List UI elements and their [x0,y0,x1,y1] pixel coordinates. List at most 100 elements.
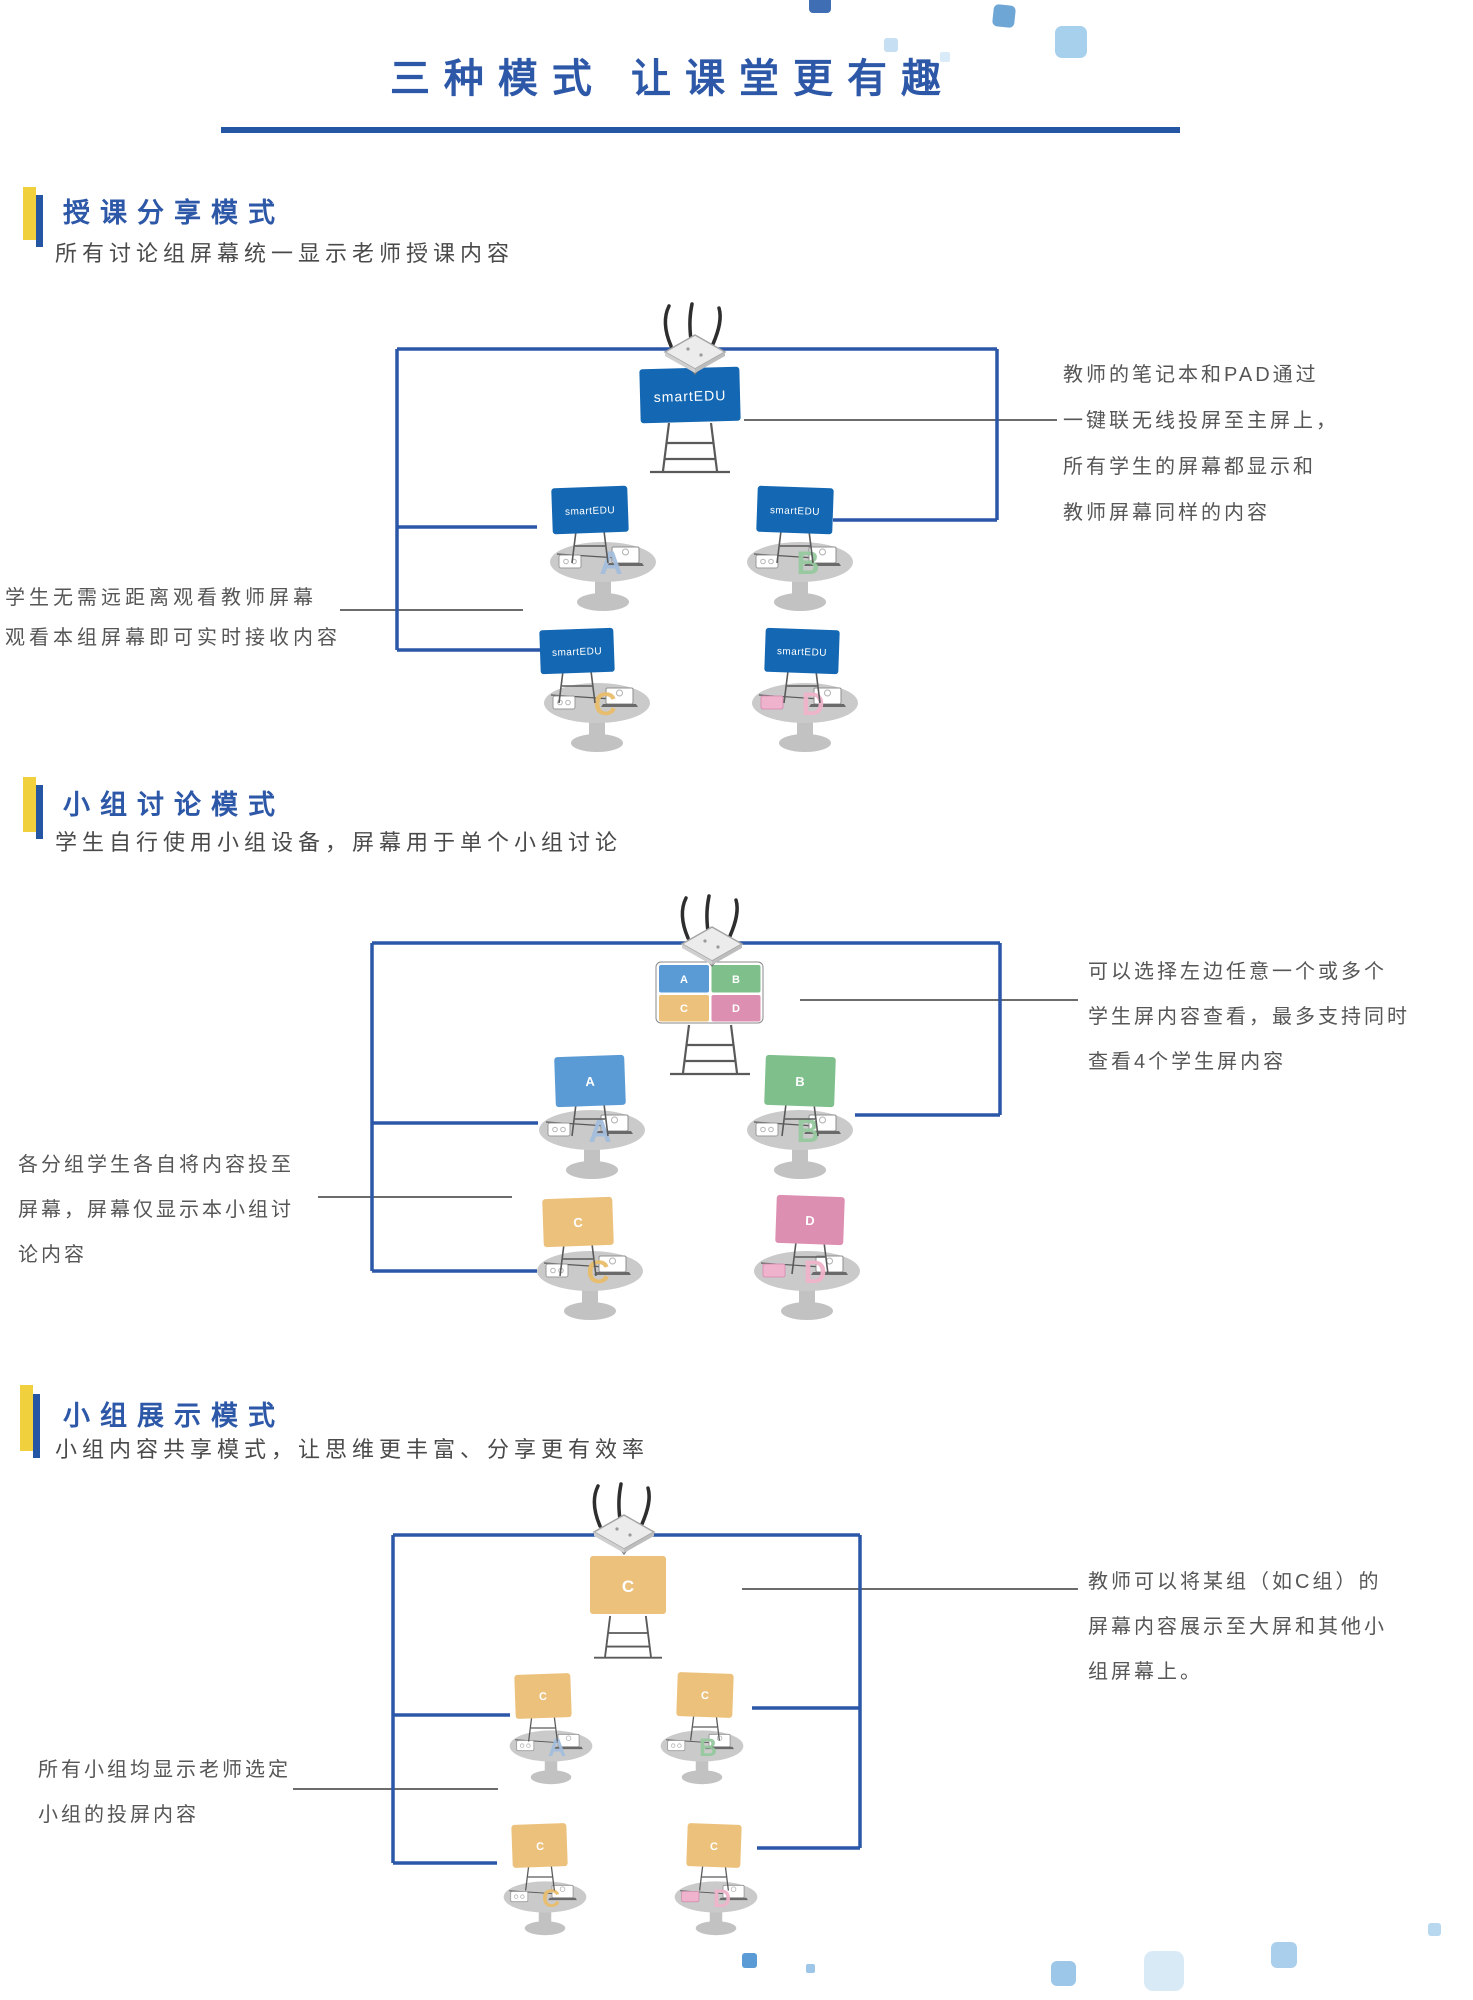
screen-label: C [573,1215,584,1230]
table-letter: C [593,686,616,722]
section2-subheading: 学生自行使用小组设备，屏幕用于单个小组讨论 [55,830,623,855]
decor-square [806,1964,815,1973]
decor-square [940,52,950,62]
section3-heading: 小组展示模式 [63,1401,285,1431]
table-letter: B [796,545,819,581]
table-group-a [538,1109,646,1180]
decor-square [1144,1951,1184,1991]
screen-stand [689,1714,721,1742]
group-screen-d: C [686,1823,742,1868]
note-line: 组屏幕上。 [1088,1661,1203,1683]
section1-heading: 授课分享模式 [63,198,285,228]
group-screen-c: smartEDU [539,627,615,675]
note-line: 观看本组屏幕即可实时接收内容 [5,627,341,649]
note-line: 教师屏幕同样的内容 [1063,502,1270,524]
section2-diagram: A B C D A B C D [318,894,1078,1321]
note-line: 所有学生的屏幕都显示和 [1063,456,1316,478]
section3-diagram: A B C D C C C C [293,1482,1078,1936]
screen-label: C [710,1841,718,1853]
section3-marker-blue [33,1394,40,1458]
quad-cell-label: D [732,1003,740,1015]
screen-stand [648,421,732,474]
screen-stand [527,1715,559,1743]
screen-label: smartEDU [654,387,727,405]
note-line: 学生无需远距离观看教师屏幕 [5,587,317,609]
note-line: 屏幕内容展示至大屏和其他小 [1088,1616,1387,1638]
section2-right-note: 可以选择左边任意一个或多个 学生屏内容查看，最多支持同时 查看4个学生屏内容 [1088,950,1410,1085]
section1-right-note: 教师的笔记本和PAD通过 一键联无线投屏至主屏上， 所有学生的屏幕都显示和 教师… [1063,352,1339,536]
device-box-pink [762,1263,786,1278]
section1-subheading: 所有讨论组屏幕统一显示老师授课内容 [55,241,515,266]
router-icon [663,302,727,377]
group-screen-a: A [554,1054,626,1108]
section1-marker-yellow [23,187,36,240]
screen-label: C [622,1577,634,1596]
group-screen-d: smartEDU [764,627,840,675]
screen-stand [524,1864,556,1892]
group-screen-b: smartEDU [756,485,834,535]
bracket-lines [370,941,1002,1273]
screen-stand [776,530,814,564]
screen-stand [571,1103,609,1137]
table-group-d [753,1250,861,1321]
table-group-c [543,682,651,753]
section2-marker-yellow [23,777,36,832]
decor-square [991,3,1017,29]
section2-heading: 小组讨论模式 [63,790,285,820]
screen-label: C [536,1841,544,1853]
connector-line [340,419,1057,611]
table-letter: D [713,1885,731,1913]
main-quad-screen: A B C D [655,961,764,1024]
router-icon [592,1482,656,1557]
table-group-a [509,1729,593,1785]
page-title: 三种模式 让课堂更有趣 [389,57,956,101]
screen-label: C [539,1691,547,1703]
screen-stand [559,1243,597,1277]
table-group-a [549,541,657,612]
quad-cell-label: C [680,1003,688,1015]
screen-label: A [585,1074,596,1089]
table-letter: D [803,1254,826,1290]
decor-square [1051,1961,1076,1986]
section3-left-note: 所有小组均显示老师选定 小组的投屏内容 [38,1748,291,1838]
table-group-d [751,682,859,753]
table-group-b [746,1109,854,1180]
table-letter: C [542,1885,560,1913]
section1-left-note: 学生无需远距离观看教师屏幕 观看本组屏幕即可实时接收内容 [5,578,341,658]
title-underline [221,127,1180,133]
decor-square [809,0,831,13]
screen-label: D [805,1213,815,1228]
table-group-b [746,541,854,612]
section1-diagram: A B C D smartEDU smartEDU smartEDU [340,302,1057,753]
note-line: 论内容 [18,1244,87,1266]
note-line: 所有小组均显示老师选定 [38,1759,291,1781]
note-line: 查看4个学生屏内容 [1088,1051,1287,1073]
note-line: 学生屏内容查看，最多支持同时 [1088,1006,1410,1028]
screen-label: smartEDU [552,646,602,659]
main-screen: smartEDU [639,366,741,424]
screen-stand [698,1864,730,1892]
table-group-d [674,1880,758,1936]
table-letter: B [699,1734,717,1762]
group-screen-d: D [775,1194,845,1246]
group-screen-a: C [514,1673,572,1719]
table-letter: D [801,686,824,722]
group-screen-b: B [764,1054,836,1108]
note-line: 屏幕，屏幕仅显示本小组讨 [18,1199,294,1221]
decor-square [1428,1923,1441,1936]
connector-line [293,1588,1078,1790]
screen-stand [593,1615,663,1659]
table-group-b [660,1729,744,1785]
note-line: 小组的投屏内容 [38,1804,199,1826]
table-group-c [536,1250,644,1321]
note-line: 教师的笔记本和PAD通过 [1063,364,1319,386]
screen-stand [783,670,821,704]
screen-label: C [701,1690,709,1702]
quad-cell-label: B [732,974,740,986]
screen-stand [668,1023,752,1076]
screen-stand [558,670,596,704]
screen-stand [571,530,609,564]
note-line: 教师可以将某组（如C组）的 [1088,1571,1382,1593]
quad-cell-label: A [680,974,688,986]
